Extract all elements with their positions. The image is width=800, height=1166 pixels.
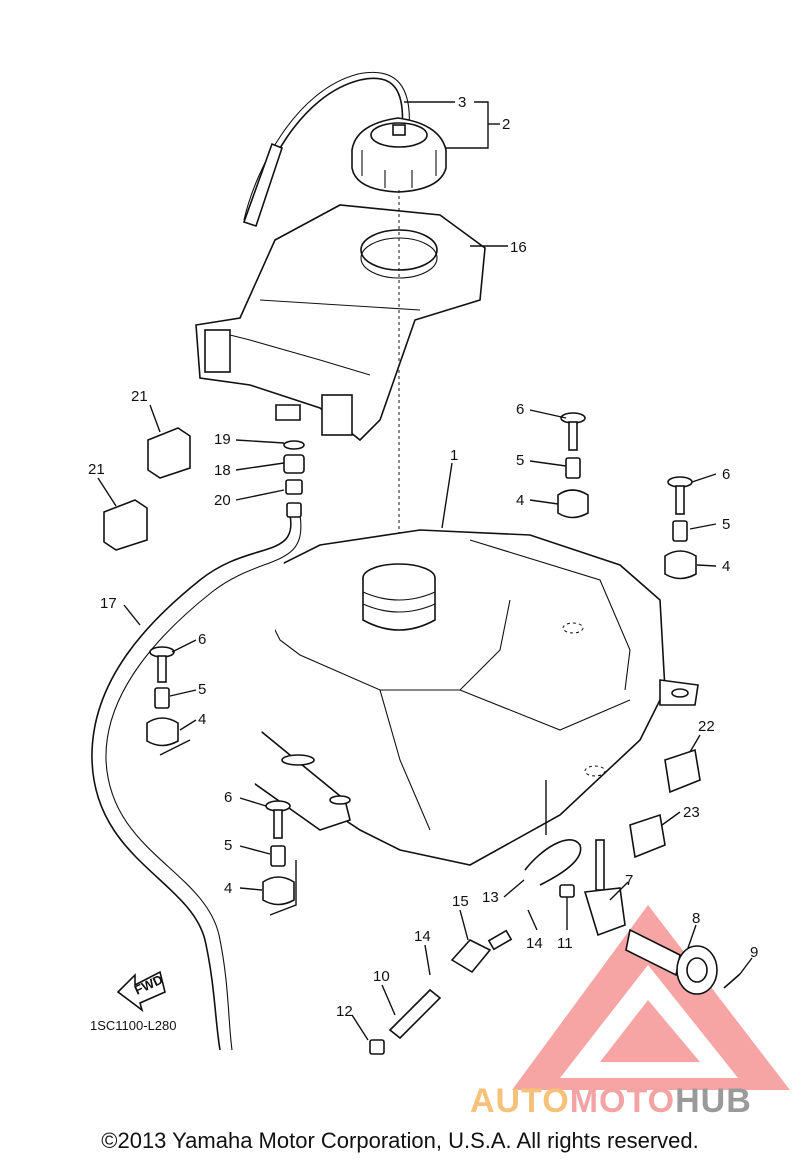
mount-set-right xyxy=(664,476,697,580)
fuel-filter-15 xyxy=(450,929,513,974)
callout-16: 16 xyxy=(510,239,527,256)
drawing-code: 1SC1100-L280 xyxy=(90,1018,177,1033)
pipe-10 xyxy=(388,988,442,1040)
callout-5-lower: 5 xyxy=(224,837,232,854)
fwd-arrow-icon: FWD xyxy=(116,970,166,1013)
callout-4-right: 4 xyxy=(722,558,730,575)
screw-12 xyxy=(369,1039,385,1055)
label-22 xyxy=(664,748,701,794)
callout-18: 18 xyxy=(214,462,231,479)
watermark-part-moto: MOTO xyxy=(569,1082,676,1120)
callout-20: 20 xyxy=(214,492,231,509)
watermark-part-auto: AUTO xyxy=(470,1082,570,1120)
callout-5-left: 5 xyxy=(198,681,206,698)
watermark-logo: AUTOMOTOHUB xyxy=(470,1082,752,1121)
tank-cover xyxy=(195,204,486,442)
watermark-triangle xyxy=(512,905,790,1090)
callout-14-right: 14 xyxy=(526,935,543,952)
callout-21-lower: 21 xyxy=(88,461,105,478)
callout-5-center: 5 xyxy=(516,452,524,469)
mount-set-lower xyxy=(262,800,295,906)
fuel-cock xyxy=(583,839,718,995)
screw-9 xyxy=(723,973,741,989)
callout-4-center: 4 xyxy=(516,492,524,509)
fuel-hose xyxy=(91,514,292,1051)
callout-5-right: 5 xyxy=(722,516,730,533)
clip-11 xyxy=(559,884,575,898)
mount-set-upper-center xyxy=(557,412,589,519)
hose-fittings xyxy=(283,440,305,518)
leader-lines xyxy=(97,101,753,1041)
hose-13 xyxy=(524,839,582,886)
callout-12: 12 xyxy=(336,1003,353,1020)
callout-14-left: 14 xyxy=(414,928,431,945)
callout-6-left: 6 xyxy=(198,631,206,648)
callout-7: 7 xyxy=(625,872,633,889)
callout-2: 2 xyxy=(502,116,510,133)
callout-6-right: 6 xyxy=(722,466,730,483)
callout-10: 10 xyxy=(373,968,390,985)
copyright-notice: ©2013 Yamaha Motor Corporation, U.S.A. A… xyxy=(101,1128,699,1153)
callout-17: 17 xyxy=(100,595,117,612)
callout-9: 9 xyxy=(750,944,758,961)
callout-15: 15 xyxy=(452,893,469,910)
callout-11: 11 xyxy=(557,935,573,952)
callout-1: 1 xyxy=(450,447,458,464)
callout-4-left: 4 xyxy=(198,711,206,728)
callout-8: 8 xyxy=(692,910,700,927)
label-21-upper xyxy=(147,427,191,479)
callout-22: 22 xyxy=(698,718,715,735)
mount-set-left xyxy=(146,646,179,747)
fuel-cap xyxy=(351,117,447,193)
callout-21-upper: 21 xyxy=(131,388,148,405)
watermark-part-hub: HUB xyxy=(675,1082,752,1120)
label-21-lower xyxy=(103,499,148,551)
callout-4-lower: 4 xyxy=(224,880,232,897)
callout-6-lower: 6 xyxy=(224,789,232,806)
callout-19: 19 xyxy=(214,431,231,448)
callout-6-center: 6 xyxy=(516,401,524,418)
callout-labels: 3 2 16 1 21 21 19 18 20 6 5 4 6 5 4 17 6… xyxy=(88,94,758,1033)
label-23 xyxy=(629,813,666,859)
callout-13: 13 xyxy=(482,889,499,906)
callout-23: 23 xyxy=(683,804,700,821)
callout-3: 3 xyxy=(458,94,466,111)
